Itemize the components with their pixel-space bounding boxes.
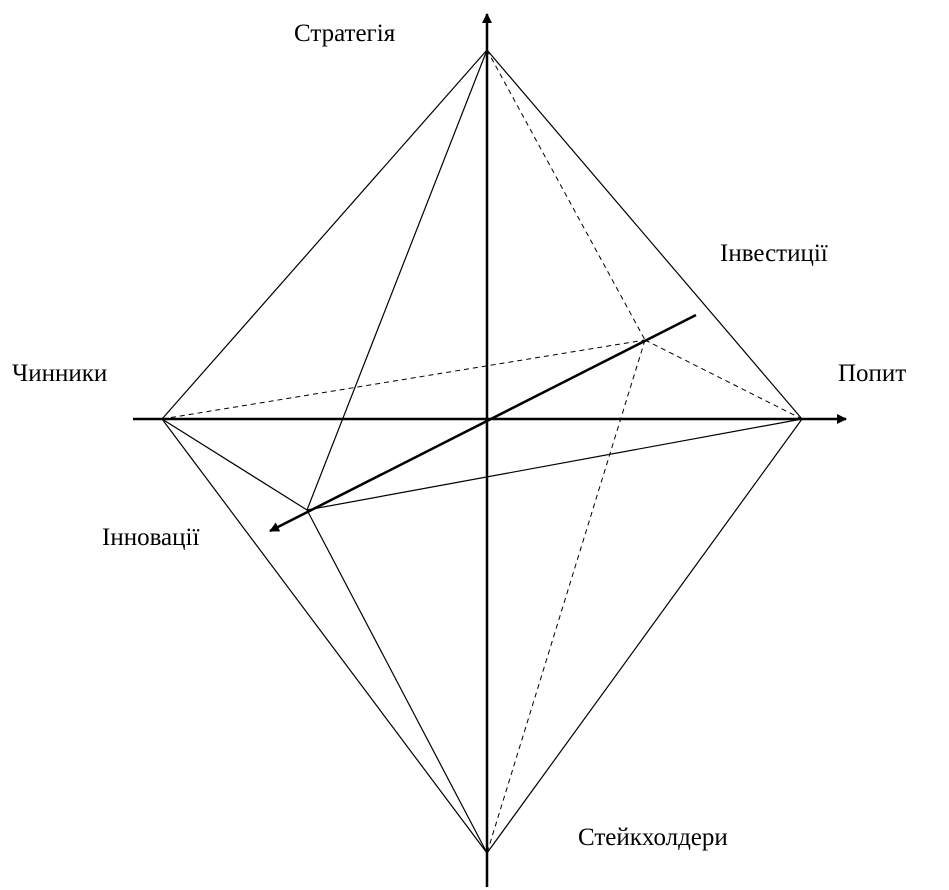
edge-investment-demand	[644, 339, 803, 420]
edge-factors-investment	[161, 339, 646, 420]
edge-strategy-innovation	[306, 49, 488, 511]
label-stakeholders: Стейкхолдери	[578, 824, 728, 851]
label-factors: Чинники	[12, 360, 108, 387]
edge-investment-stakeholders	[486, 339, 646, 854]
edge-strategy-investment	[486, 49, 646, 341]
label-strategy: Стратегія	[294, 20, 396, 47]
edge-strategy-factors	[161, 49, 488, 420]
edge-demand-stakeholders	[486, 418, 803, 854]
label-demand: Попит	[838, 360, 907, 387]
edge-strategy-demand	[486, 49, 803, 420]
depth-axis	[269, 313, 697, 533]
edge-factors-innovation	[161, 418, 308, 511]
edge-innovation-demand	[306, 418, 803, 511]
label-innovation: Інновації	[102, 524, 200, 551]
edge-innovation-stakeholders	[306, 509, 488, 854]
edge-factors-stakeholders	[161, 418, 488, 854]
label-investment: Інвестиції	[720, 240, 828, 267]
